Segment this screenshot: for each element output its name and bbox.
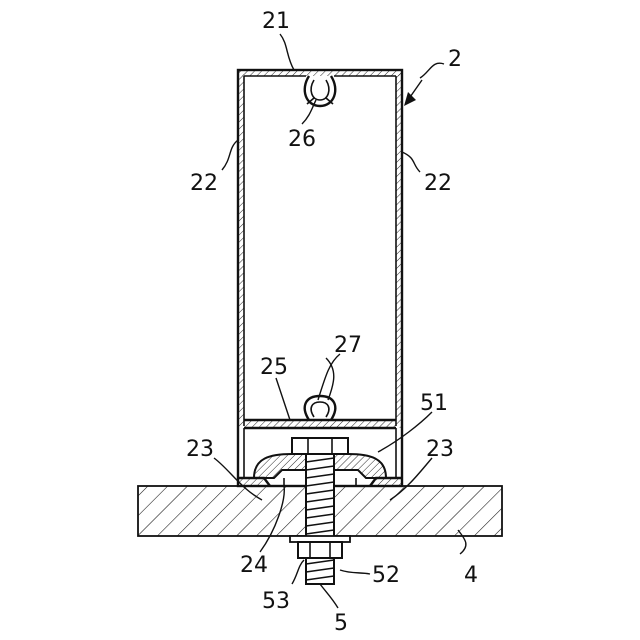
label-53: 53 — [262, 589, 290, 614]
label-21: 21 — [262, 9, 290, 34]
label-52: 52 — [372, 563, 400, 588]
label-5: 5 — [334, 611, 348, 636]
label-27: 27 — [334, 333, 362, 358]
label-26: 26 — [288, 127, 316, 152]
label-24: 24 — [240, 553, 268, 578]
label-25: 25 — [260, 355, 288, 380]
post-body — [238, 70, 402, 486]
label-22-right: 22 — [424, 171, 452, 196]
arrowhead — [404, 92, 416, 106]
label-23-right: 23 — [426, 437, 454, 462]
label-22-left: 22 — [190, 171, 218, 196]
label-51: 51 — [420, 391, 448, 416]
label-23-left: 23 — [186, 437, 214, 462]
label-2: 2 — [448, 47, 462, 72]
label-4: 4 — [464, 563, 478, 588]
